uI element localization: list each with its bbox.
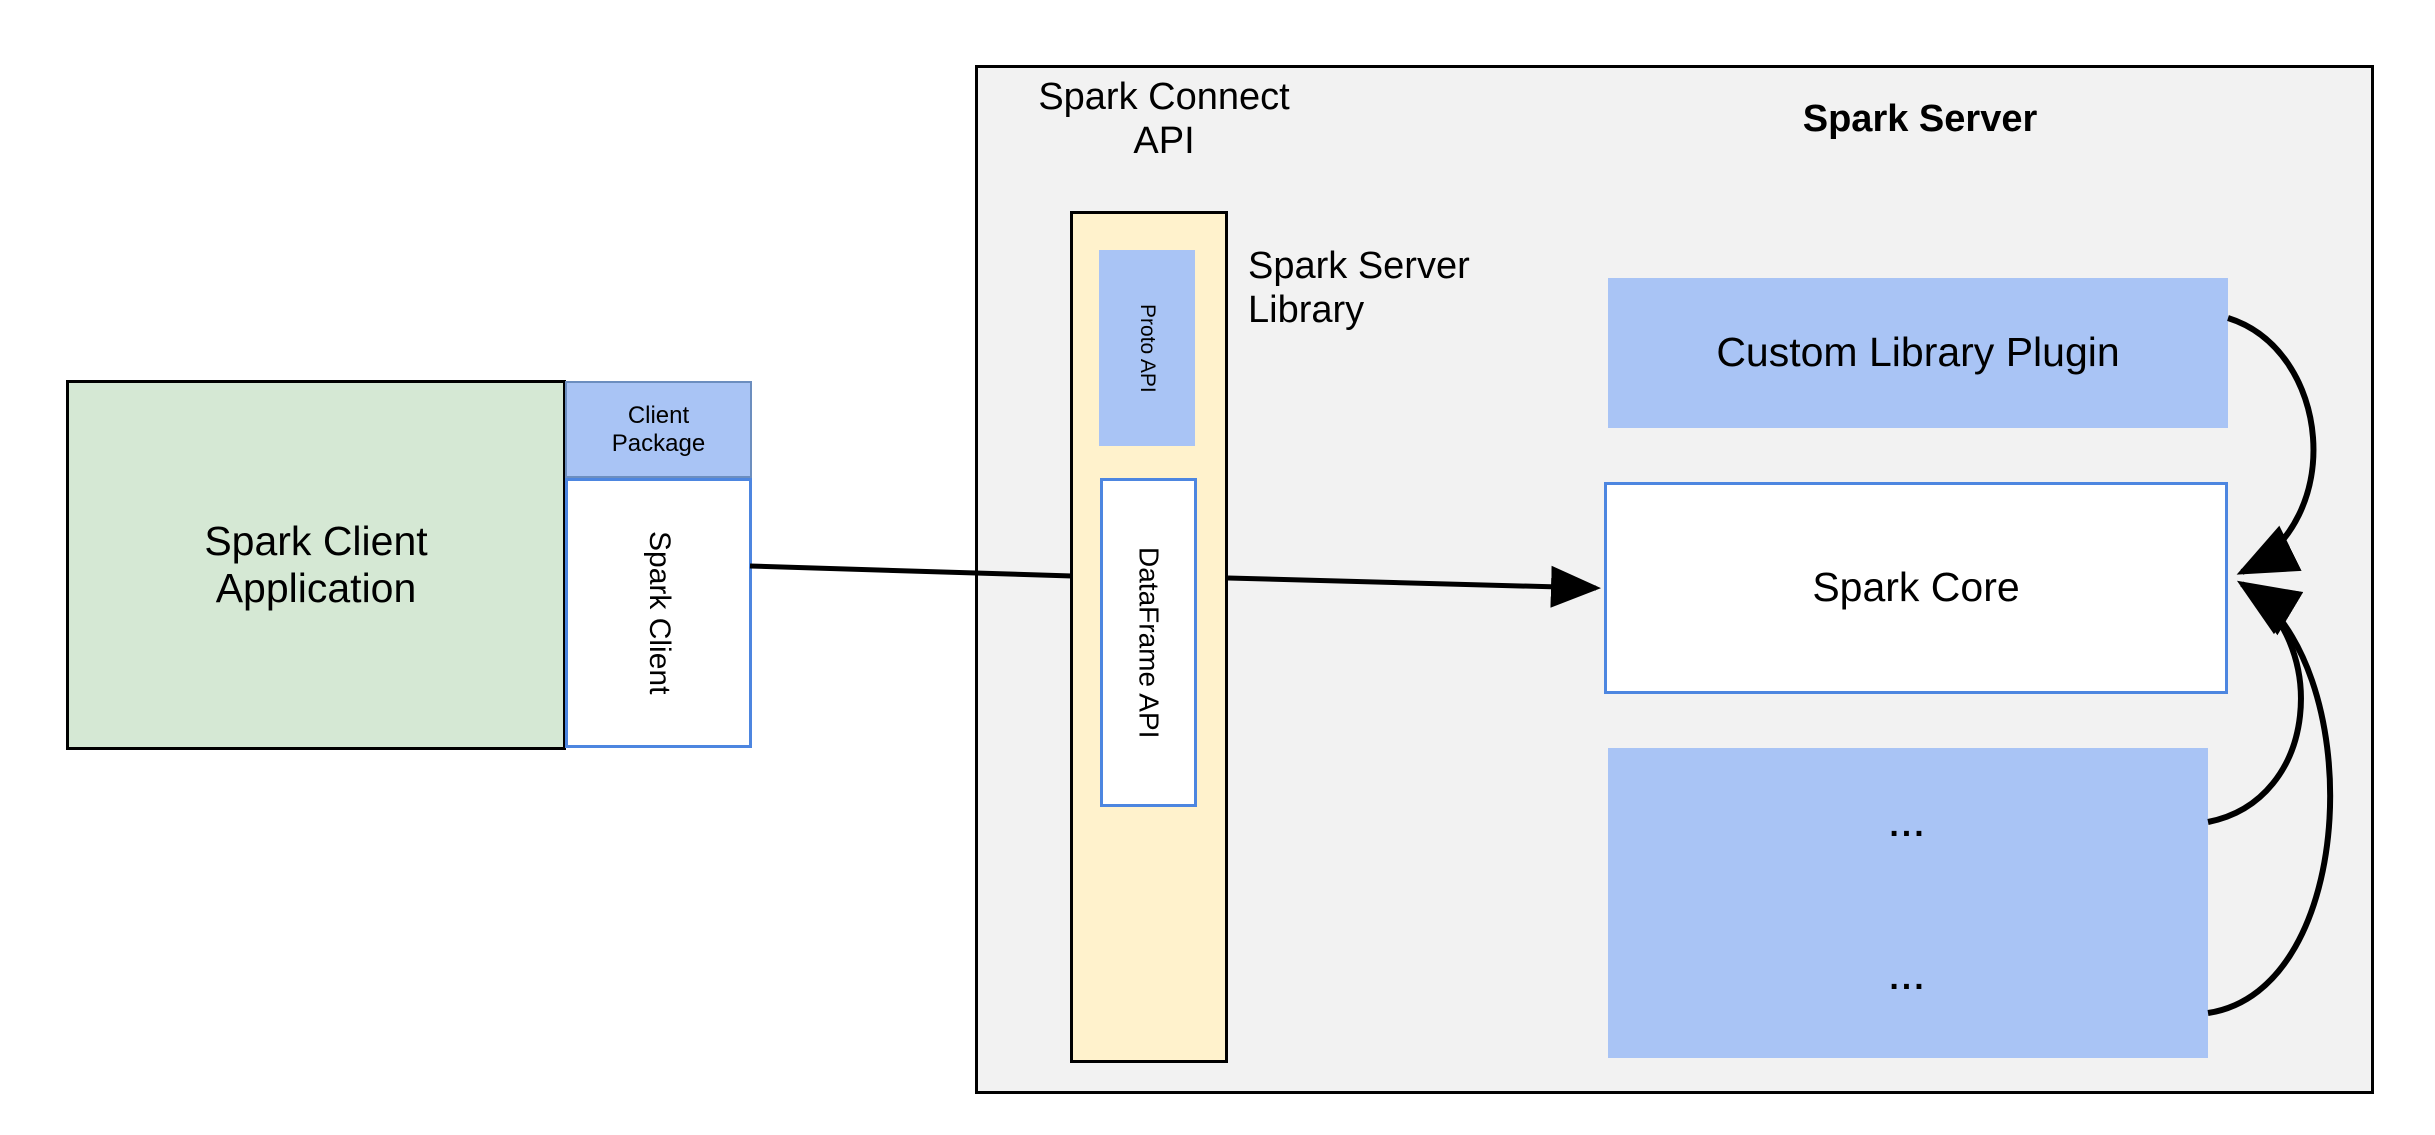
client-package-label: Client Package xyxy=(611,401,706,457)
proto-api-box[interactable]: Proto API xyxy=(1099,250,1195,446)
spark-client-label: Spark Client xyxy=(642,531,676,695)
spark-connect-api-title: Spark Connect API xyxy=(1004,70,1324,170)
server-component-placeholder-2[interactable]: ... xyxy=(1608,900,2208,1058)
spark-client-application-label: Spark Client Application xyxy=(204,517,428,611)
spark-server-library-label: Spark Server Library xyxy=(1248,245,1470,331)
spark-client-application-box[interactable]: Spark Client Application xyxy=(66,380,566,750)
custom-library-plugin-box[interactable]: Custom Library Plugin xyxy=(1608,278,2228,428)
server-component-placeholder-1-label: ... xyxy=(1889,806,1927,845)
client-package-box[interactable]: Client Package xyxy=(565,381,752,478)
server-component-placeholder-2-label: ... xyxy=(1889,959,1927,998)
spark-core-box[interactable]: Spark Core xyxy=(1604,482,2228,694)
spark-connect-api-line1: Spark Connect xyxy=(1038,76,1290,119)
dataframe-api-box[interactable]: DataFrame API xyxy=(1100,478,1197,807)
dataframe-api-label: DataFrame API xyxy=(1133,546,1165,739)
spark-connect-api-line2: API xyxy=(1133,120,1195,162)
spark-client-box[interactable]: Spark Client xyxy=(565,478,752,748)
spark-core-label: Spark Core xyxy=(1812,564,2020,611)
custom-library-plugin-label: Custom Library Plugin xyxy=(1716,329,2120,376)
server-component-placeholder-1[interactable]: ... xyxy=(1608,748,2208,904)
proto-api-label: Proto API xyxy=(1136,303,1160,393)
spark-server-title: Spark Server xyxy=(1802,98,2038,141)
